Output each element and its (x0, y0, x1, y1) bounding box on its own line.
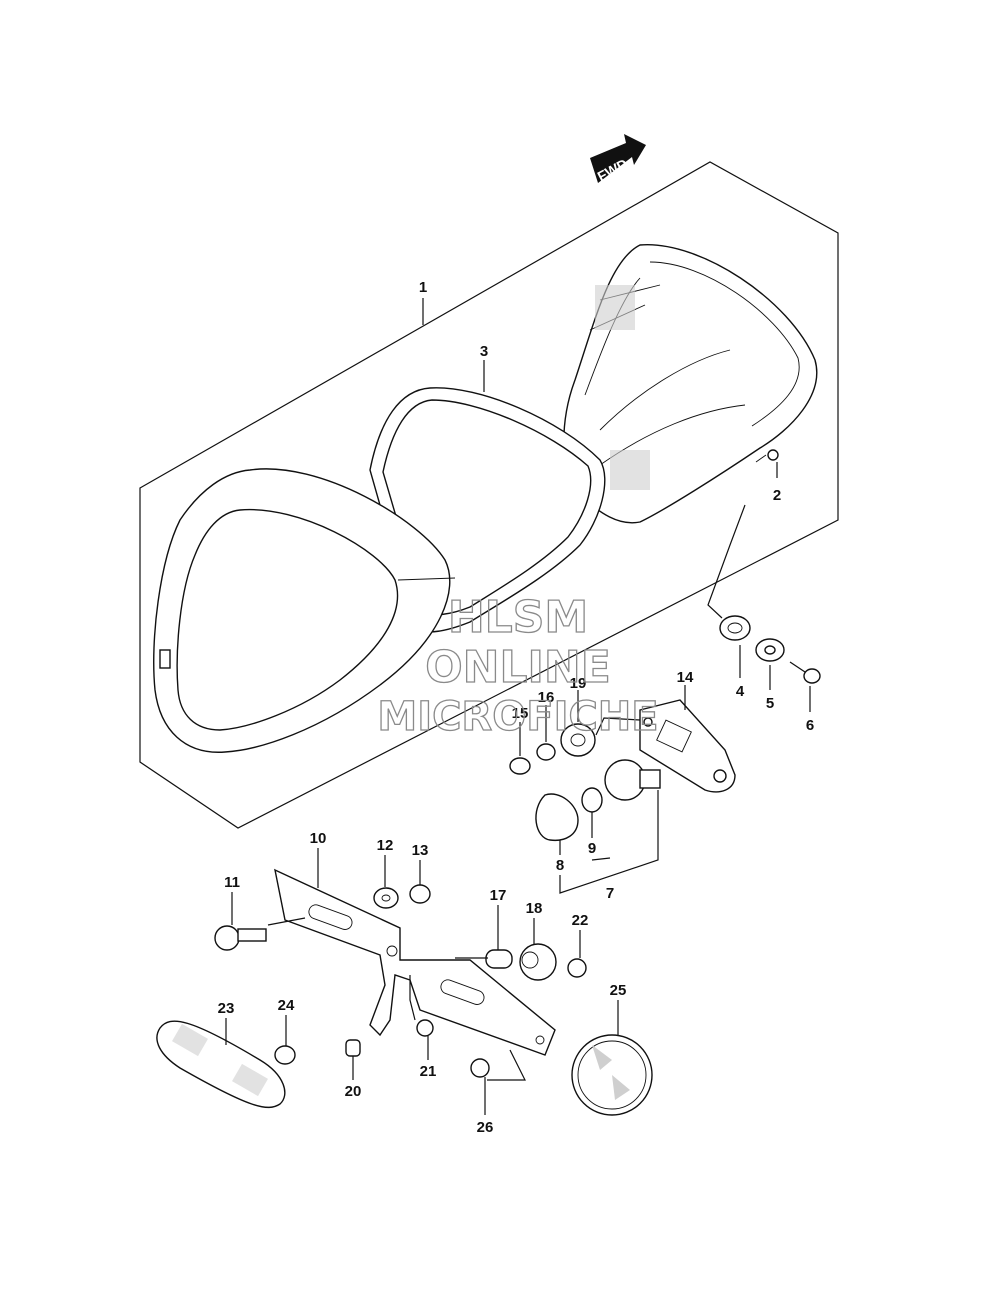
screw-part-2 (755, 449, 779, 463)
screw-part-6 (789, 661, 821, 684)
grommet-part-4 (719, 615, 751, 641)
callout-1: 1 (419, 279, 427, 296)
washer-part-12 (373, 887, 399, 909)
callout-11: 11 (224, 874, 240, 891)
callout-8: 8 (556, 857, 564, 874)
grommet-part-19 (560, 723, 596, 757)
callout-25: 25 (610, 982, 627, 999)
callout-4: 4 (736, 683, 745, 700)
svg-text:ONLINE: ONLINE (425, 642, 611, 693)
rear-reflector-part-25 (571, 1034, 653, 1116)
callout-6: 6 (806, 717, 814, 734)
nut-part-26 (470, 1058, 490, 1078)
svg-text:HLSM: HLSM (448, 592, 588, 643)
callout-22: 22 (572, 912, 589, 929)
callout-3: 3 (480, 343, 488, 360)
callout-26: 26 (477, 1119, 494, 1136)
callout-10: 10 (310, 830, 327, 847)
leader-lines (225, 298, 811, 1115)
lens-housing-part (563, 244, 818, 524)
bulb-part-9 (581, 787, 603, 813)
bulb-cover-part-8 (535, 793, 579, 842)
bolt-part-11 (214, 925, 267, 951)
fwd-arrow-icon: FWD (590, 134, 646, 184)
callout-5: 5 (766, 695, 774, 712)
callout-15: 15 (512, 705, 529, 722)
svg-text:MICROFICHE: MICROFICHE (377, 694, 658, 740)
screw-part-21 (416, 1019, 434, 1037)
nut-part-15 (509, 757, 531, 775)
watermark: HLSM ONLINE MICROFICHE (377, 591, 660, 740)
callout-18: 18 (526, 900, 543, 917)
socket-part-7 (604, 759, 661, 801)
grommet-part-18 (519, 943, 557, 981)
collar-part-17 (485, 949, 513, 969)
bracket-part-10 (274, 868, 556, 1056)
nut-part-24 (274, 1045, 296, 1065)
front-cover-part (153, 468, 456, 753)
callout-12: 12 (377, 837, 394, 854)
callout-24: 24 (278, 997, 295, 1014)
washer-part-5 (755, 638, 785, 662)
callout-21: 21 (420, 1063, 437, 1080)
assembly-outline (139, 161, 839, 829)
screw-part-20 (345, 1039, 361, 1057)
callout-2: 2 (773, 487, 781, 504)
side-reflector-part-23 (156, 1020, 286, 1109)
callout-9: 9 (588, 840, 596, 857)
callout-labels: 1 3 2 4 5 6 14 19 16 15 8 9 7 10 12 13 1… (218, 279, 815, 1136)
callout-7: 7 (606, 885, 614, 902)
callout-17: 17 (490, 887, 507, 904)
callout-23: 23 (218, 1000, 235, 1017)
callout-19: 19 (570, 675, 587, 692)
callout-20: 20 (345, 1083, 362, 1100)
collar-part-16 (536, 743, 556, 761)
nut-part-22 (567, 958, 587, 978)
nut-part-13 (409, 884, 431, 904)
callout-13: 13 (412, 842, 429, 859)
bracket-gasket-part-14 (639, 699, 736, 793)
callout-14: 14 (677, 669, 694, 686)
callout-16: 16 (538, 689, 555, 706)
